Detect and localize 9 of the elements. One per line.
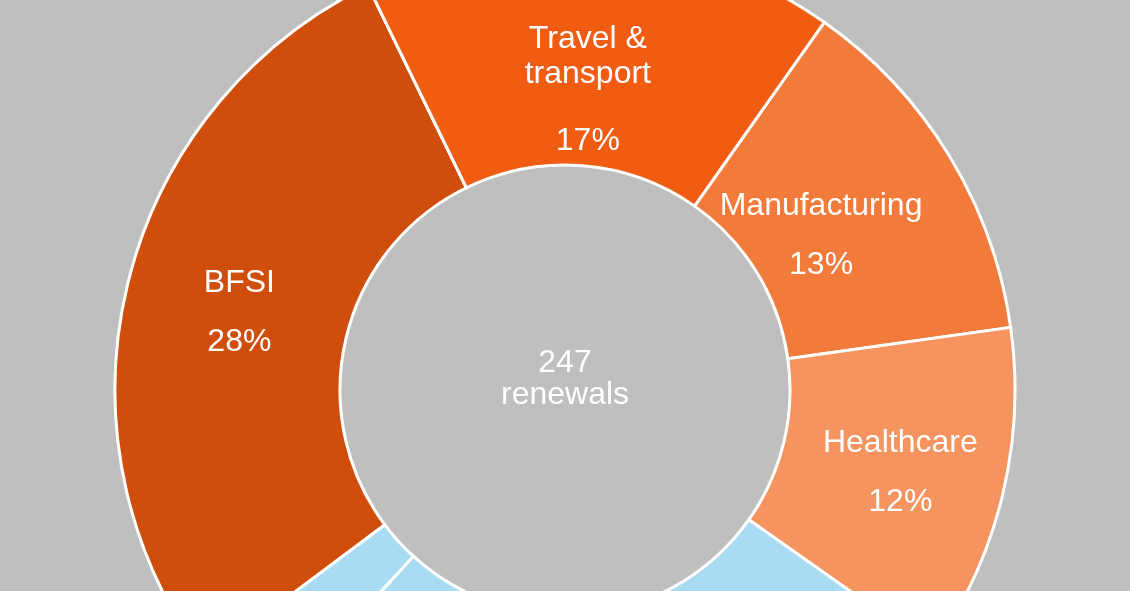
value-label: 12% <box>868 483 933 519</box>
value-label: 17% <box>555 121 620 158</box>
center-label: 247 renewals <box>499 345 631 409</box>
category-label: BFSI <box>202 264 276 300</box>
category-label: Healthcare <box>821 423 979 460</box>
value-label: 13% <box>789 245 854 281</box>
category-label: Manufacturing <box>718 186 924 222</box>
category-label: Travel & transport <box>523 19 652 90</box>
value-label: 28% <box>207 323 272 359</box>
